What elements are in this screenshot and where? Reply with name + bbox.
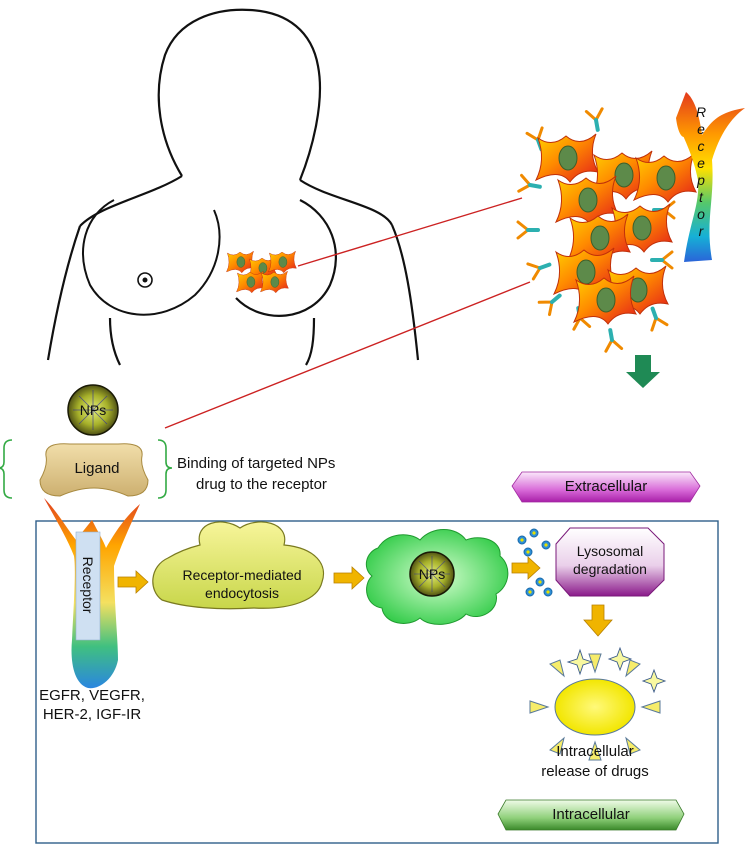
np-label: NPs [79,402,107,418]
arrow-right-icon [333,566,365,590]
receptor-types-label: EGFR, VEGFR, HER-2, IGF-IR [32,686,152,724]
right-bracket [157,439,173,499]
release-label-line: Intracellular [556,743,634,760]
extracellular-tag [511,471,701,503]
tumour-cell-cluster [516,106,697,354]
degradation-particles [517,528,553,597]
receptor-right-letter: p [697,172,705,188]
vesicle-np-label: NPs [418,566,446,582]
lysosomal-label-line: degradation [573,561,647,577]
arrow-down-icon [583,604,613,637]
receptor-right-letter: o [697,206,705,222]
receptor-right-label: R e c e p t o r [692,104,710,240]
body-outline [46,8,420,366]
release-label: Intracellular release of drugs [520,742,670,782]
release-label-line: release of drugs [541,763,649,780]
endocytosis-shape [152,521,324,610]
extracellular-label: Extracellular [564,478,648,495]
binding-caption: Binding of targeted NPs drug to the rece… [177,453,335,495]
lysosomal-label-line: Lysosomal [576,543,644,559]
receptor-right-letter: r [698,223,704,239]
receptor-types-line: EGFR, VEGFR, [39,687,145,704]
breast-tumour-icon [226,250,297,294]
endocytosis-label: Receptor-mediated endocytosis [160,566,324,602]
endocytosis-label-line: endocytosis [205,585,279,601]
arrow-right-icon [511,556,541,580]
connector-lines [164,197,531,429]
lysosome-shape [555,527,665,597]
intracellular-tag [497,799,685,831]
nipple-icon [137,272,153,288]
np-particle-icon [67,384,119,436]
drug-release-icon [529,646,667,761]
receptor-right-letter: R [695,104,707,120]
receptor-right-letter: e [697,121,705,137]
receptor-right-letter: c [697,138,705,154]
receptor-right-letter: e [697,155,705,171]
flow-arrows [117,556,613,637]
receptor-left-label: Receptor [80,556,96,614]
receptor-types-line: HER-2, IGF-IR [42,706,142,723]
endocytosis-label-line: Receptor-mediated [182,567,302,583]
lysosomal-label: Lysosomal degradation [558,542,662,578]
cell-membrane-box [35,520,719,844]
vesicle-np-icon [409,551,455,597]
ligand-label: Ligand [74,460,120,477]
intracellular-label: Intracellular [552,806,630,823]
down-arrow-icon [626,355,660,388]
binding-caption-line: Binding of targeted NPs [177,455,336,472]
ligand-shape [39,443,149,497]
receptor-right-shape [676,92,745,262]
arrow-right-icon [117,570,149,594]
receptor-right-letter: t [699,189,703,205]
left-bracket [0,439,13,499]
binding-caption-line: drug to the receptor [196,476,327,493]
receptor-label-bg [75,531,101,641]
